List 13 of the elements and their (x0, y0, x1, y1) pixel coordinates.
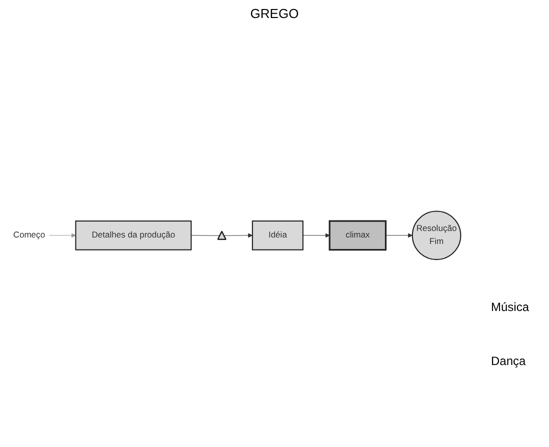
arrow (302, 232, 330, 238)
node-box: Idéia (252, 220, 304, 250)
connector (190, 234, 220, 236)
node-box: Detalhes da produção (75, 220, 192, 250)
note-label: Música (490, 300, 529, 314)
diagram-title: GREGO (249, 6, 300, 21)
node-text: Começo (13, 230, 46, 240)
note-label: Dança (490, 354, 527, 368)
node-box: climax (328, 220, 387, 250)
node-circle: Resolução Fim (412, 210, 462, 260)
arrow (224, 232, 253, 238)
arrow (48, 232, 76, 238)
arrow (385, 232, 413, 238)
